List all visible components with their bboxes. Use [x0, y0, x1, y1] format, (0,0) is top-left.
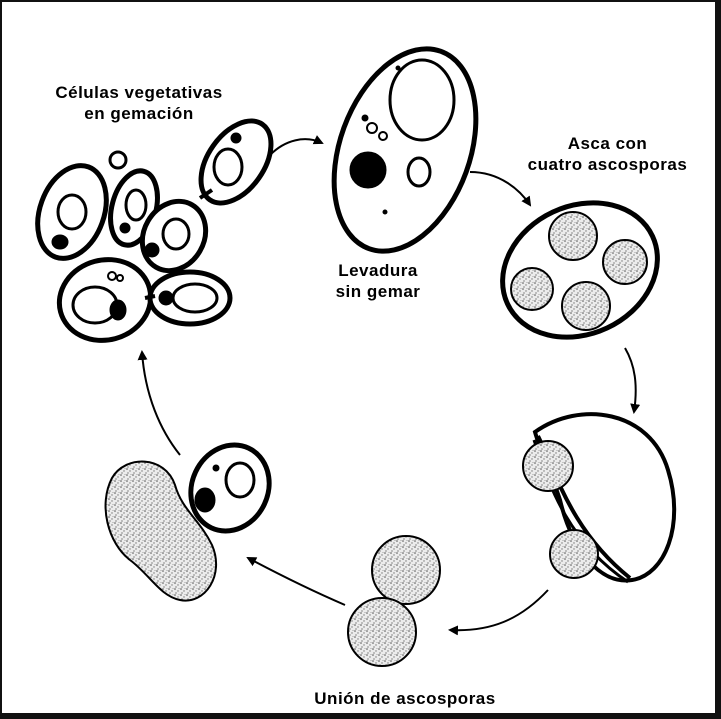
- ascospore-union-label-text: Unión de ascosporas: [290, 688, 520, 709]
- arrow-opened-to-union: [450, 590, 548, 630]
- ascus-label: Asca con cuatro ascosporas: [505, 133, 710, 175]
- non-budding-yeast-illustration: [308, 29, 502, 271]
- ascospore-union-illustration: [348, 536, 440, 666]
- arrow-ascus-to-opened: [625, 348, 636, 412]
- budding-cells-label-line2: en gemación: [44, 103, 234, 124]
- non-budding-yeast-label-line2: sin gemar: [318, 281, 438, 302]
- ascospore-union-label: Unión de ascosporas: [290, 688, 520, 709]
- zygote-illustration: [106, 432, 283, 600]
- budding-cells-label: Células vegetativas en gemación: [44, 82, 234, 124]
- arrow-zygote-to-budding: [142, 352, 180, 455]
- ascus-label-line2: cuatro ascosporas: [505, 154, 710, 175]
- arrow-yeast-to-ascus: [470, 172, 530, 205]
- budding-cells-illustration: [26, 108, 286, 350]
- ascus-label-line1: Asca con: [505, 133, 710, 154]
- budding-cells-label-line1: Células vegetativas: [44, 82, 234, 103]
- opened-ascus-illustration: [523, 414, 674, 582]
- non-budding-yeast-label-line1: Levadura: [318, 260, 438, 281]
- arrow-budding-to-yeast: [270, 139, 322, 155]
- arrow-union-to-zygote: [248, 558, 345, 605]
- ascus-illustration: [480, 178, 679, 362]
- non-budding-yeast-label: Levadura sin gemar: [318, 260, 438, 302]
